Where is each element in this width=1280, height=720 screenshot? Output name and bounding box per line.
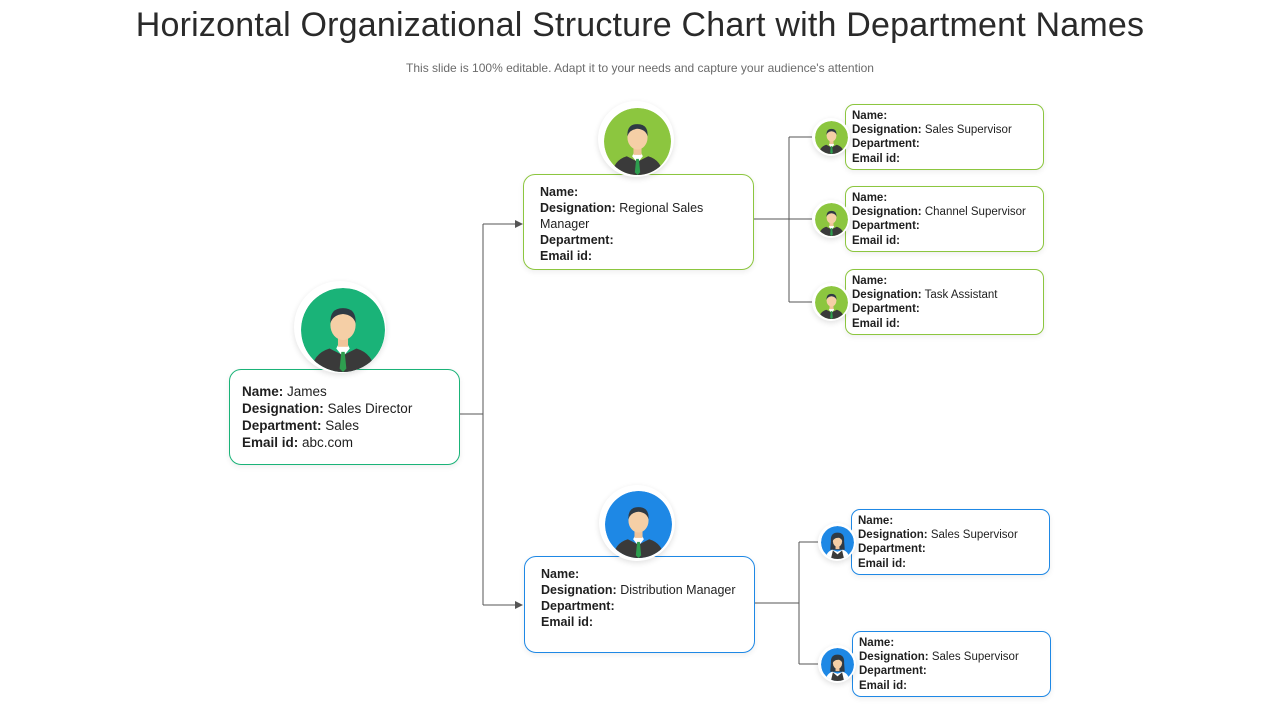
male-avatar-icon — [815, 286, 848, 319]
male-avatar-icon — [815, 121, 848, 154]
staff-card-2: Name: Designation: Channel Supervisor De… — [845, 186, 1044, 252]
designation-label: Designation: — [852, 206, 922, 219]
manager-card-2: Name: Designation: Distribution Manager … — [524, 556, 755, 653]
name-label: Name: — [541, 567, 580, 581]
staff-card-5: Name: Designation: Sales Supervisor Depa… — [852, 631, 1051, 697]
name-label: Name: — [852, 110, 888, 122]
email-label: Email id: — [852, 152, 900, 165]
email-label: Email id: — [859, 679, 907, 692]
female-avatar-icon — [821, 526, 854, 559]
director-department: Sales — [325, 418, 360, 433]
male-avatar-icon — [605, 491, 672, 558]
designation-label: Designation: — [859, 651, 929, 664]
female-avatar-icon — [821, 648, 854, 681]
designation-label: Designation: — [852, 289, 922, 302]
email-label: Email id: — [540, 249, 593, 263]
designation-label: Designation: — [852, 124, 922, 137]
manager-card-1: Name: Designation: Regional Sales Manage… — [523, 174, 754, 270]
director-email: abc.com — [302, 435, 354, 450]
name-label: Name: — [859, 637, 895, 649]
director-name: James — [287, 384, 327, 399]
staff-4-designation: Sales Supervisor — [930, 529, 1018, 542]
designation-label: Designation: — [540, 201, 616, 215]
page-title: Horizontal Organizational Structure Char… — [135, 6, 1145, 44]
staff-2-designation: Channel Supervisor — [924, 206, 1026, 219]
department-label: Department: — [858, 543, 926, 556]
department-label: Department: — [852, 220, 920, 233]
staff-5-designation: Sales Supervisor — [931, 651, 1019, 664]
page-subtitle: This slide is 100% editable. Adapt it to… — [406, 61, 874, 75]
department-label: Department: — [859, 665, 927, 678]
email-label: Email id: — [852, 234, 900, 247]
director-designation: Sales Director — [327, 401, 413, 416]
male-avatar-icon — [604, 108, 671, 175]
manager-1-designation: Regional Sales Manager — [540, 201, 704, 231]
name-label: Name: — [852, 275, 888, 287]
department-label: Department: — [540, 233, 614, 247]
name-label: Name: — [242, 384, 284, 399]
department-label: Department: — [852, 138, 920, 151]
email-label: Email id: — [852, 317, 900, 330]
department-label: Department: — [541, 599, 615, 613]
email-label: Email id: — [858, 557, 906, 570]
staff-1-designation: Sales Supervisor — [924, 124, 1012, 137]
name-label: Name: — [540, 185, 579, 199]
email-label: Email id: — [541, 615, 594, 629]
email-label: Email id: — [242, 435, 299, 450]
department-label: Department: — [852, 303, 920, 316]
name-label: Name: — [858, 515, 894, 527]
designation-label: Designation: — [242, 401, 324, 416]
designation-label: Designation: — [858, 529, 928, 542]
male-avatar-icon — [301, 288, 385, 372]
director-card: Name: James Designation: Sales Director … — [229, 369, 460, 465]
male-avatar-icon — [815, 203, 848, 236]
name-label: Name: — [852, 192, 888, 204]
staff-card-3: Name: Designation: Task Assistant Depart… — [845, 269, 1044, 335]
manager-2-designation: Distribution Manager — [620, 583, 736, 597]
staff-card-1: Name: Designation: Sales Supervisor Depa… — [845, 104, 1044, 170]
staff-card-4: Name: Designation: Sales Supervisor Depa… — [851, 509, 1050, 575]
designation-label: Designation: — [541, 583, 617, 597]
staff-3-designation: Task Assistant — [924, 289, 998, 302]
department-label: Department: — [242, 418, 322, 433]
